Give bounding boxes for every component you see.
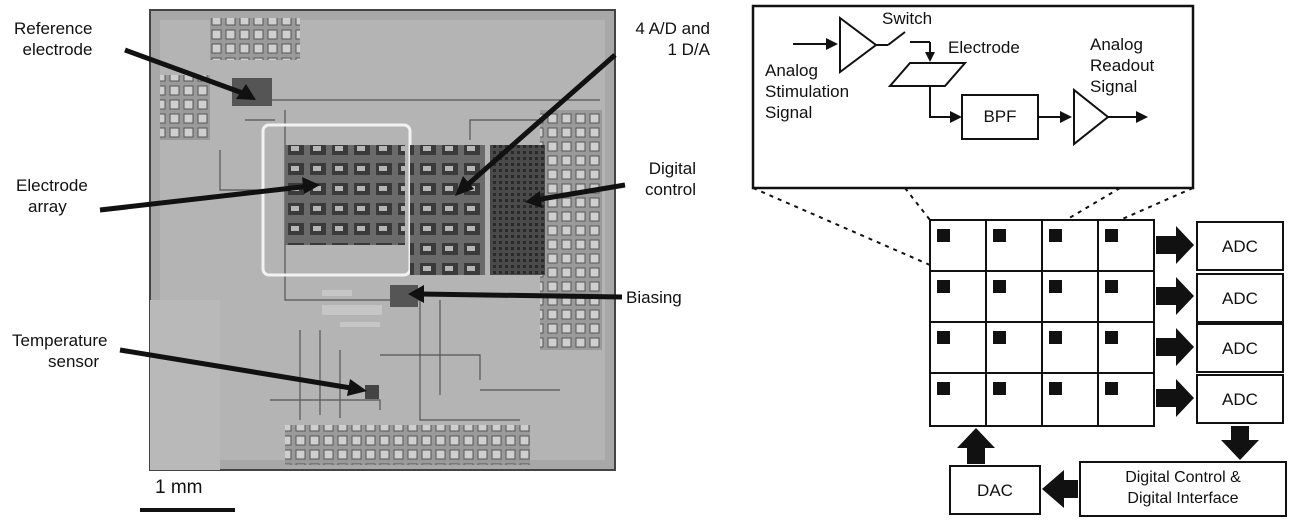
label-analog-stimulation: Analog Stimulation Signal [765,60,849,123]
label-bpf: BPF [962,106,1038,127]
adc-label-1: ADC [1197,236,1283,257]
label-electrode: Electrode [948,37,1020,58]
dac-label: DAC [950,480,1040,501]
label-switch: Switch [882,8,932,29]
adc-label-4: ADC [1197,389,1283,410]
adc-label-3: ADC [1197,338,1283,359]
label-analog-readout: Analog Readout Signal [1090,34,1154,97]
adc-label-2: ADC [1197,288,1283,309]
digital-control-label: Digital Control & Digital Interface [1080,467,1286,509]
